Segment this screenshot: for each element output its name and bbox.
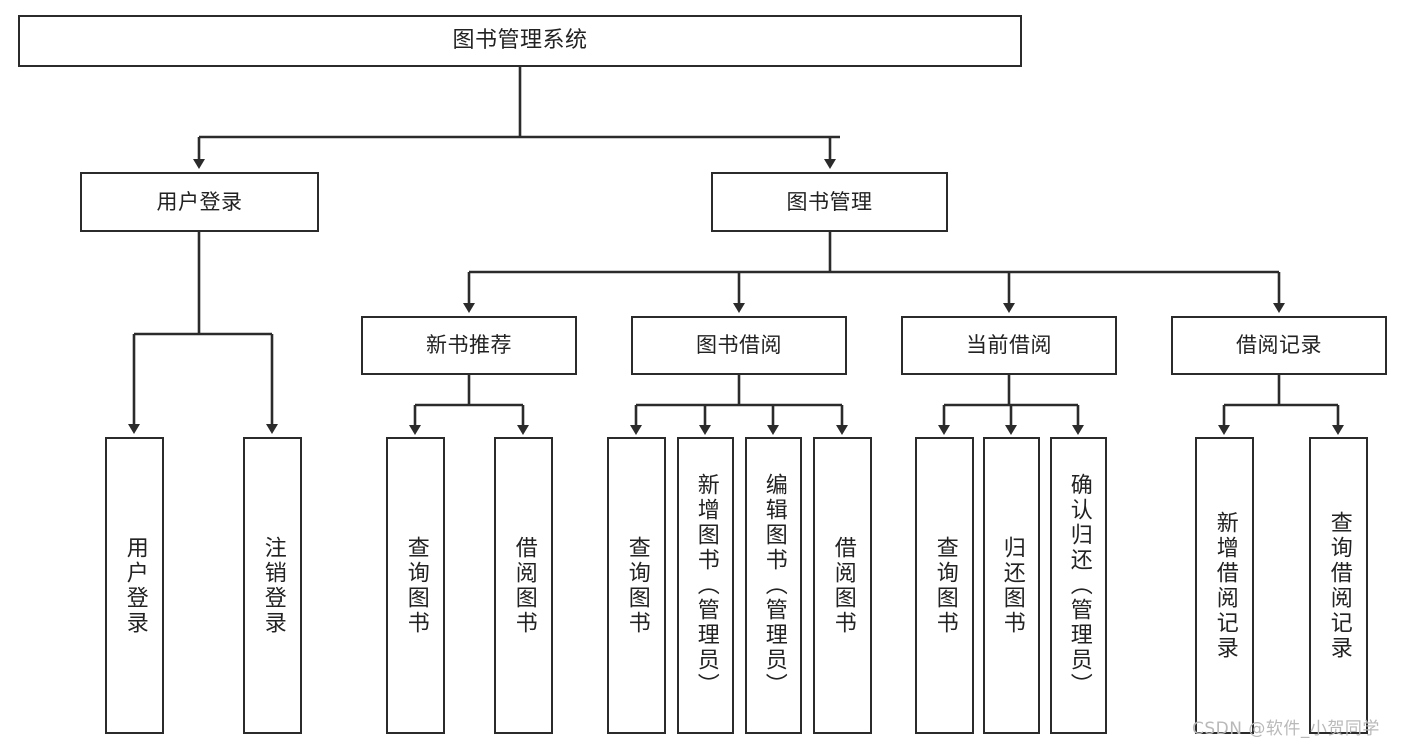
node-leaf-user-login-label: 用户登录 [122,535,148,636]
node-leaf-add-book[interactable]: 新增图书（管理员） [677,437,734,734]
node-book-borrow-label: 图书借阅 [696,333,782,358]
node-current-borrow-label: 当前借阅 [966,333,1052,358]
node-leaf-user-login[interactable]: 用户登录 [105,437,164,734]
node-user-login-label: 用户登录 [156,189,243,214]
watermark: CSDN @软件_小贺同学 [1192,719,1380,739]
node-root-label: 图书管理系统 [452,28,588,54]
node-new-book-recommend[interactable]: 新书推荐 [361,316,577,375]
node-leaf-query-record[interactable]: 查询借阅记录 [1309,437,1368,734]
node-leaf-logout-login[interactable]: 注销登录 [243,437,302,734]
node-leaf-query-record-label: 查询借阅记录 [1326,510,1352,661]
node-user-login[interactable]: 用户登录 [80,172,319,232]
node-leaf-query-book-2[interactable]: 查询图书 [607,437,666,734]
node-leaf-logout-login-label: 注销登录 [260,535,286,636]
node-leaf-add-record[interactable]: 新增借阅记录 [1195,437,1254,734]
node-book-manage-label: 图书管理 [786,189,873,214]
node-leaf-query-book-2-label: 查询图书 [624,535,650,636]
node-leaf-confirm-return-label: 确认归还（管理员） [1066,473,1092,698]
node-leaf-query-book-3-label: 查询图书 [932,535,958,636]
node-leaf-borrow-book-2[interactable]: 借阅图书 [813,437,872,734]
node-leaf-borrow-book-1[interactable]: 借阅图书 [494,437,553,734]
node-root[interactable]: 图书管理系统 [18,15,1022,67]
node-leaf-add-record-label: 新增借阅记录 [1212,510,1238,661]
node-leaf-add-book-label: 新增图书（管理员） [693,473,719,698]
node-new-book-recommend-label: 新书推荐 [426,333,512,358]
node-leaf-confirm-return[interactable]: 确认归还（管理员） [1050,437,1107,734]
node-leaf-return-book-label: 归还图书 [999,535,1025,636]
node-borrow-record[interactable]: 借阅记录 [1171,316,1387,375]
node-leaf-return-book[interactable]: 归还图书 [983,437,1040,734]
node-leaf-borrow-book-2-label: 借阅图书 [830,535,856,636]
node-leaf-edit-book[interactable]: 编辑图书（管理员） [745,437,802,734]
node-current-borrow[interactable]: 当前借阅 [901,316,1117,375]
node-leaf-borrow-book-1-label: 借阅图书 [511,535,537,636]
node-book-borrow[interactable]: 图书借阅 [631,316,847,375]
node-leaf-query-book-1-label: 查询图书 [403,535,429,636]
node-borrow-record-label: 借阅记录 [1236,333,1322,358]
node-leaf-edit-book-label: 编辑图书（管理员） [761,473,787,698]
node-leaf-query-book-1[interactable]: 查询图书 [386,437,445,734]
node-book-manage[interactable]: 图书管理 [711,172,948,232]
node-leaf-query-book-3[interactable]: 查询图书 [915,437,974,734]
